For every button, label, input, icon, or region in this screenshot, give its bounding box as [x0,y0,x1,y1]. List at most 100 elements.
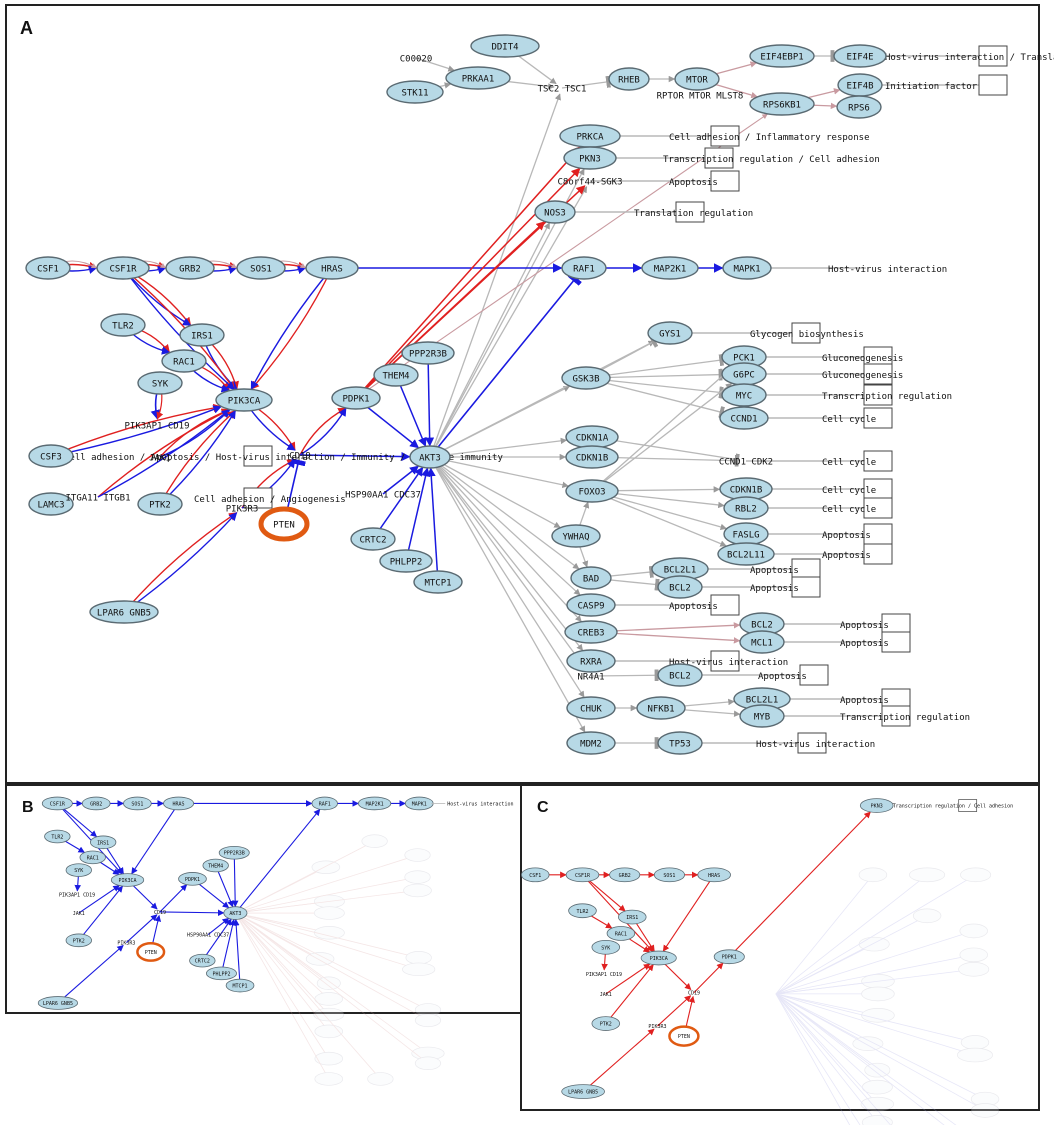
node-prkaa1[interactable]: PRKAA1 [445,66,511,90]
node-pten[interactable]: PTEN [258,506,310,542]
node-jak1[interactable]: JAK1 [73,911,85,917]
node-tlr2[interactable]: TLR2 [100,313,146,337]
node-rac1[interactable]: RAC1 [79,850,106,865]
node-mtcp1[interactable]: MTCP1 [225,978,255,993]
node-gsk3b[interactable]: GSK3B [561,366,611,390]
node-sgk3[interactable]: C8orf44-SGK3 [557,178,622,188]
node-grb2[interactable]: GRB2 [81,796,111,811]
node-csf3[interactable]: CSF3 [28,444,74,468]
node-raf1[interactable]: RAF1 [561,256,607,280]
node-prkca[interactable]: PRKCA [559,124,621,148]
node-myc[interactable]: MYC [721,383,767,407]
node-pik3ca[interactable]: PIK3CA [215,388,273,412]
node-raf1[interactable]: RAF1 [311,796,338,811]
node-bcl2l1[interactable]: BCL2L1 [651,557,709,581]
node-bcl2a[interactable]: BCL2 [657,575,703,599]
node-akt3[interactable]: AKT3 [223,906,248,920]
node-tsc2[interactable]: TSC2 TSC1 [538,85,587,95]
node-crtc2[interactable]: CRTC2 [350,527,396,551]
node-rps6[interactable]: RPS6 [836,95,882,119]
node-hsp90[interactable]: HSP90AA1 CDC37 [187,933,229,939]
node-eif4b[interactable]: EIF4B [837,73,883,97]
node-pten[interactable]: PTEN [136,941,166,962]
node-pdpk1[interactable]: PDPK1 [178,872,207,886]
node-ptk2[interactable]: PTK2 [65,933,92,948]
node-mtor[interactable]: MTOR [674,67,720,91]
node-bcl2c[interactable]: BCL2 [657,663,703,687]
node-jak1[interactable]: JAK1 [600,992,612,998]
node-hras[interactable]: HRAS [163,796,195,811]
node-pkn3[interactable]: PKN3 [563,146,617,170]
node-csf1[interactable]: CSF1 [520,867,550,883]
node-bad[interactable]: BAD [570,566,612,590]
node-pdpk1[interactable]: PDPK1 [713,949,745,965]
node-eif4ebp1[interactable]: EIF4EBP1 [749,44,815,68]
node-hras[interactable]: HRAS [305,256,359,280]
node-sos1[interactable]: SOS1 [653,867,685,883]
node-sos1[interactable]: SOS1 [123,796,152,811]
node-ptk2[interactable]: PTK2 [591,1016,621,1031]
node-irs1[interactable]: IRS1 [90,835,117,850]
node-ptk2[interactable]: PTK2 [137,492,183,516]
node-pik3ap1[interactable]: PIK3AP1 CD19 [59,893,95,899]
node-pik3r3[interactable]: PIK3R3 [226,505,259,515]
node-pik3ap1[interactable]: PIK3AP1 CD19 [586,972,622,978]
node-csf1r[interactable]: CSF1R [96,256,150,280]
node-c00020[interactable]: C00020 [400,55,433,65]
node-grb2[interactable]: GRB2 [609,867,641,883]
node-csf1r[interactable]: CSF1R [41,796,73,811]
node-them4[interactable]: THEM4 [373,363,419,387]
node-ccnd1cdk2[interactable]: CCND1 CDK2 [719,458,773,468]
node-csf1r[interactable]: CSF1R [565,867,600,883]
node-crtc2[interactable]: CRTC2 [189,953,216,968]
node-pten[interactable]: PTEN [668,1025,700,1047]
node-pik3ca[interactable]: PIK3CA [640,950,677,966]
node-lamc3[interactable]: LAMC3 [28,492,74,516]
node-akt3[interactable]: AKT3 [409,445,451,469]
node-rheb[interactable]: RHEB [608,67,650,91]
node-chuk[interactable]: CHUK [566,696,616,720]
node-lpar6[interactable]: LPAR6 GNB5 [37,996,79,1010]
node-nos3[interactable]: NOS3 [534,200,576,224]
node-rac1[interactable]: RAC1 [606,926,636,941]
node-irs1[interactable]: IRS1 [618,909,647,925]
node-jak1[interactable]: JAK1 [149,454,171,464]
node-sos1[interactable]: SOS1 [236,256,286,280]
node-myb[interactable]: MYB [739,704,785,728]
node-ccnd1[interactable]: CCND1 [719,406,769,430]
node-mcl1[interactable]: MCL1 [739,630,785,654]
node-grb2[interactable]: GRB2 [165,256,215,280]
node-ddit4[interactable]: DDIT4 [470,34,540,58]
node-cd19[interactable]: CD19 [154,910,166,916]
node-hras[interactable]: HRAS [697,867,731,883]
node-ywhaq[interactable]: YWHAQ [551,524,601,548]
node-nfkb1[interactable]: NFKB1 [636,696,686,720]
node-cd19[interactable]: CD19 [289,452,311,462]
node-rxra[interactable]: RXRA [566,649,616,673]
node-syk[interactable]: SYK [591,939,621,955]
node-csf1[interactable]: CSF1 [25,256,71,280]
node-rac1[interactable]: RAC1 [161,349,207,373]
node-lpar6[interactable]: LPAR6 GNB5 [89,600,159,624]
node-cdkn1b[interactable]: CDKN1B [565,445,619,469]
node-phlpp2[interactable]: PHLPP2 [379,549,433,573]
node-bcl2l11[interactable]: BCL2L11 [717,542,775,566]
node-casp9[interactable]: CASP9 [566,593,616,617]
node-mdm2[interactable]: MDM2 [566,731,616,755]
node-lpar6[interactable]: LPAR6 GNB5 [561,1084,605,1099]
node-pik3ca[interactable]: PIK3CA [110,873,145,887]
node-pik3r3[interactable]: PIK3R3 [117,941,135,947]
node-foxo3[interactable]: FOXO3 [565,479,619,503]
node-hsp90[interactable]: HSP90AA1 CDC37 [345,491,421,501]
node-irs1[interactable]: IRS1 [179,323,225,347]
node-gys1[interactable]: GYS1 [647,321,693,345]
node-stk11[interactable]: STK11 [386,80,444,104]
node-eif4e[interactable]: EIF4E [833,44,887,68]
node-syk[interactable]: SYK [65,863,92,877]
node-tlr2[interactable]: TLR2 [44,829,71,844]
node-map2k1[interactable]: MAP2K1 [357,796,392,811]
node-ppp2r[interactable]: PPP2R3B [218,845,250,860]
node-creb3[interactable]: CREB3 [564,620,618,644]
node-mtcp1[interactable]: MTCP1 [413,570,463,594]
node-itga[interactable]: ITGA11 ITGB1 [65,494,130,504]
